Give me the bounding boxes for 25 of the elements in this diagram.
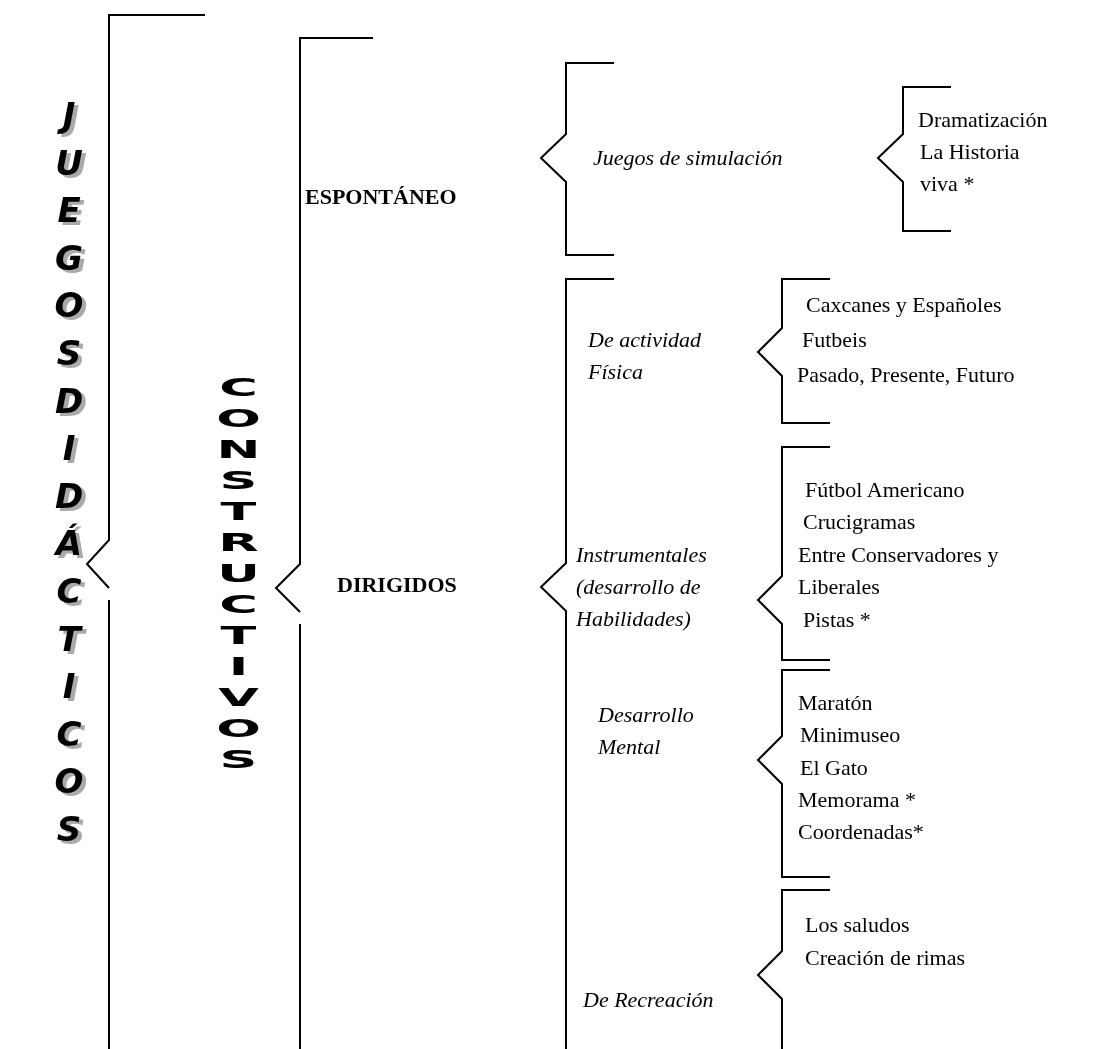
- game-item: Caxcanes y Españoles: [806, 291, 1002, 319]
- subcategory-label: De actividad Física: [588, 326, 703, 386]
- game-item: Fútbol Americano: [805, 476, 965, 504]
- vertical-heading: CONSTRUCTIVOS: [215, 372, 262, 775]
- vertical-title: JUEGOS DIDÁCTICOS: [52, 94, 85, 851]
- game-item: La Historia viva *: [920, 138, 1021, 198]
- game-item: Los saludos: [805, 911, 910, 939]
- subcategory-label: Instrumentales (desarrollo de Habilidades): [576, 541, 708, 633]
- category-heading: DIRIGIDOS: [337, 571, 457, 599]
- game-item: Futbeis: [802, 326, 867, 354]
- game-item: Maratón: [798, 689, 873, 717]
- game-item: Minimuseo: [800, 721, 901, 749]
- subcategory-label: De Recreación: [583, 986, 714, 1014]
- game-item: Dramatización: [918, 106, 1048, 134]
- game-item: El Gato: [800, 754, 868, 782]
- game-item: Entre Conservadores y Liberales: [798, 541, 1000, 601]
- game-item: Pasado, Presente, Futuro: [797, 361, 1015, 389]
- game-item: Pistas *: [803, 606, 871, 634]
- subcategory-label: Desarrollo Mental: [598, 701, 695, 761]
- game-item: Memorama *: [798, 786, 916, 814]
- subcategory-label: Juegos de simulación: [593, 144, 783, 172]
- game-item: Crucigramas: [803, 508, 916, 536]
- category-heading: ESPONTÁNEO: [305, 183, 457, 211]
- game-item: Coordenadas*: [798, 818, 924, 846]
- game-item: Creación de rimas: [805, 944, 966, 972]
